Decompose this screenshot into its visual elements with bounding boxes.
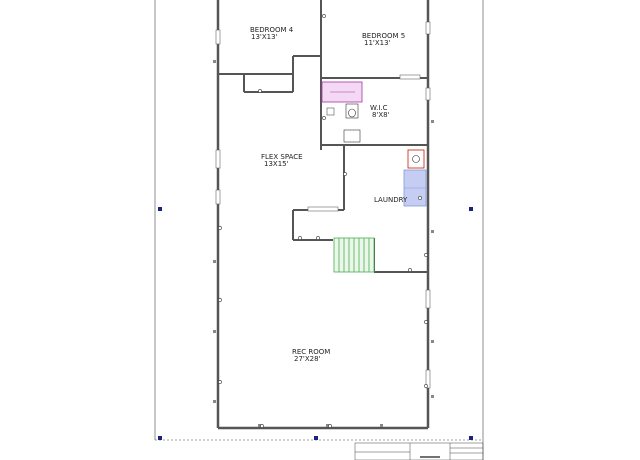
flex-dims: 13X15' [264, 160, 289, 168]
bath-fixtures [321, 81, 363, 143]
bedroom4-label: BEDROOM 4 [250, 26, 294, 34]
wic-dims: 8'X8' [372, 111, 390, 119]
outlet-symbols [218, 14, 428, 428]
flex-label: FLEX SPACE [261, 153, 303, 161]
staircase [333, 237, 375, 273]
interior-walls [218, 0, 428, 273]
exterior-walls [216, 0, 430, 430]
rec-dims: 27'X28' [294, 355, 321, 363]
bedroom5-label: BEDROOM 5 [362, 32, 405, 40]
bedroom5-dims: 11'X13' [364, 39, 391, 47]
sheet-markers [158, 207, 473, 440]
laundry-fixtures [403, 149, 427, 207]
wall-marks [213, 60, 434, 427]
wic-label: W.I.C [370, 104, 388, 112]
windows [215, 21, 431, 389]
title-block [354, 442, 484, 460]
sheet-frame [154, 0, 484, 460]
bedroom4-dims: 13'X13' [251, 33, 278, 41]
rec-label: REC ROOM [292, 348, 330, 356]
laundry-label: LAUNDRY [374, 196, 408, 204]
